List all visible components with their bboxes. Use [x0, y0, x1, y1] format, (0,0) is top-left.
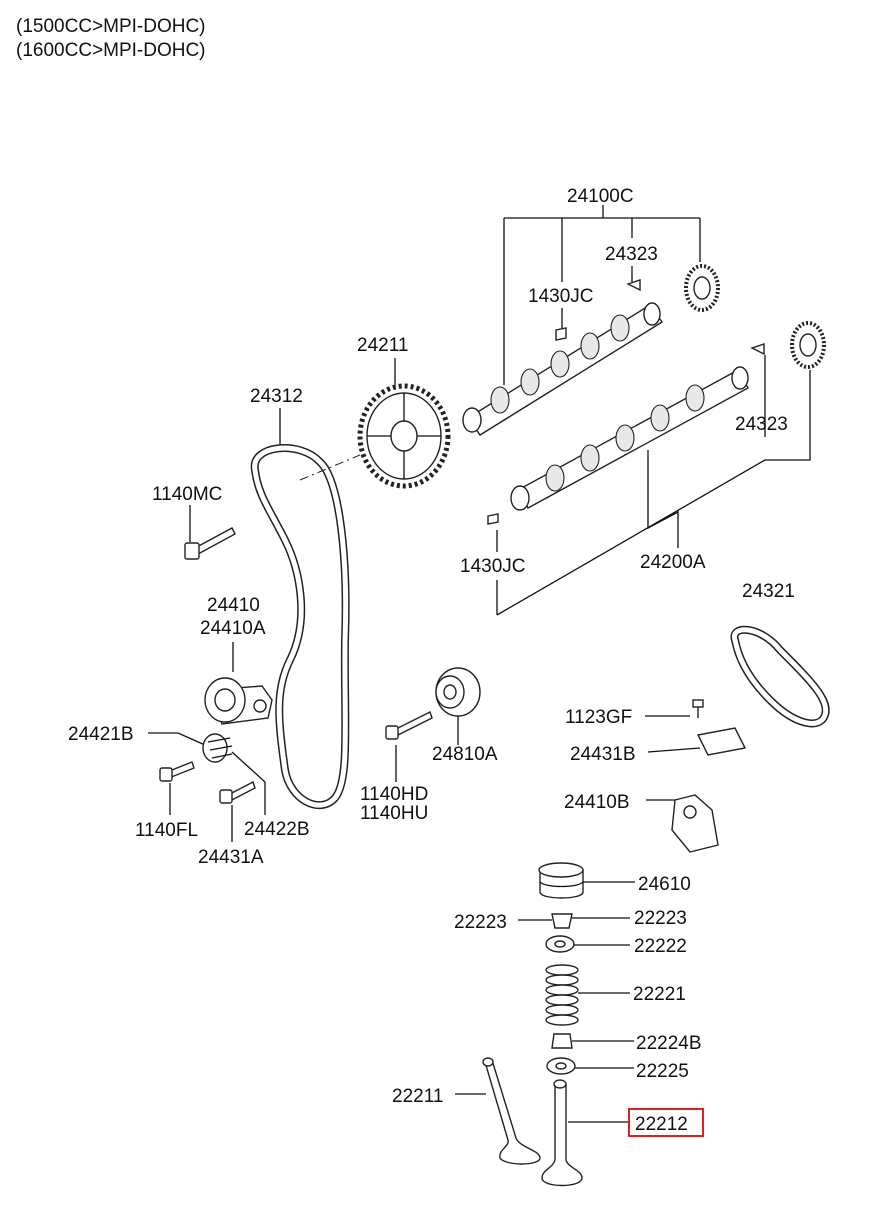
label-22225[interactable]: 22225: [636, 1061, 689, 1082]
stem-seal-drawing: [551, 1033, 573, 1049]
highlight-box: [628, 1108, 704, 1137]
label-1140FL[interactable]: 1140FL: [135, 820, 198, 841]
spring-seat-drawing: [546, 1057, 576, 1075]
label-1140HD[interactable]: 1140HD: [360, 784, 428, 805]
leader-lines: [148, 205, 811, 1123]
tensioner-drawing: [204, 677, 273, 725]
label-24100C[interactable]: 24100C: [567, 186, 634, 207]
label-22222[interactable]: 22222: [634, 936, 687, 957]
valve-spring-drawing: [545, 964, 579, 1026]
label-24323-right[interactable]: 24323: [735, 414, 788, 435]
label-24431B[interactable]: 24431B: [570, 744, 636, 765]
camshaft-lower-drawing: [510, 366, 749, 511]
label-1430JC-bottom[interactable]: 1430JC: [460, 556, 526, 577]
label-1140MC[interactable]: 1140MC: [152, 484, 222, 505]
label-24321[interactable]: 24321: [742, 581, 795, 602]
label-22223-right[interactable]: 22223: [634, 908, 687, 929]
label-24410[interactable]: 24410: [207, 595, 260, 616]
label-24323-top[interactable]: 24323: [605, 244, 658, 265]
tensioner-spring-drawing: [202, 733, 233, 763]
bracket-drawing: [696, 727, 747, 756]
label-22223-left[interactable]: 22223: [454, 912, 507, 933]
part-labels: 24100C 24323 1430JC 24211 24312 24323 11…: [68, 186, 795, 1137]
label-24610[interactable]: 24610: [638, 874, 691, 895]
header-engine-line-2: (1600CC>MPI-DOHC): [16, 40, 206, 61]
label-1430JC-top[interactable]: 1430JC: [528, 286, 594, 307]
header-engine-line-1: (1500CC>MPI-DOHC): [16, 16, 206, 37]
label-22212[interactable]: 22212: [635, 1114, 688, 1135]
label-24211[interactable]: 24211: [357, 335, 408, 356]
retainer-drawing: [545, 935, 575, 953]
label-22224B[interactable]: 22224B: [636, 1033, 702, 1054]
label-24422B[interactable]: 24422B: [244, 819, 310, 840]
cam-sprocket-drawing: [357, 383, 451, 489]
label-24410A[interactable]: 24410A: [200, 618, 266, 639]
sensor-wheel-drawings: [487, 264, 826, 525]
timing-belt-drawing: [250, 444, 361, 810]
label-24810A[interactable]: 24810A: [432, 744, 498, 765]
exhaust-valve-drawing: [541, 1079, 583, 1187]
label-24312[interactable]: 24312: [250, 386, 303, 407]
balance-tensioner-drawing: [671, 794, 719, 853]
label-24421B[interactable]: 24421B: [68, 724, 134, 745]
label-22211[interactable]: 22211: [392, 1086, 443, 1107]
bolt-drawings: [159, 527, 704, 804]
idler-pulley-drawing: [435, 667, 481, 717]
camshaft-upper-drawing: [462, 302, 664, 436]
tappet-drawing: [538, 862, 584, 899]
balance-belt-drawing: [730, 625, 830, 728]
label-1140HU[interactable]: 1140HU: [360, 803, 428, 824]
label-24431A[interactable]: 24431A: [198, 847, 264, 868]
retainer-lock-drawing: [551, 913, 573, 929]
label-24200A[interactable]: 24200A: [640, 552, 706, 573]
intake-valve-drawing: [482, 1057, 541, 1165]
label-1123GF[interactable]: 1123GF: [565, 707, 632, 728]
label-22221[interactable]: 22221: [633, 984, 686, 1005]
label-24410B[interactable]: 24410B: [564, 792, 630, 813]
